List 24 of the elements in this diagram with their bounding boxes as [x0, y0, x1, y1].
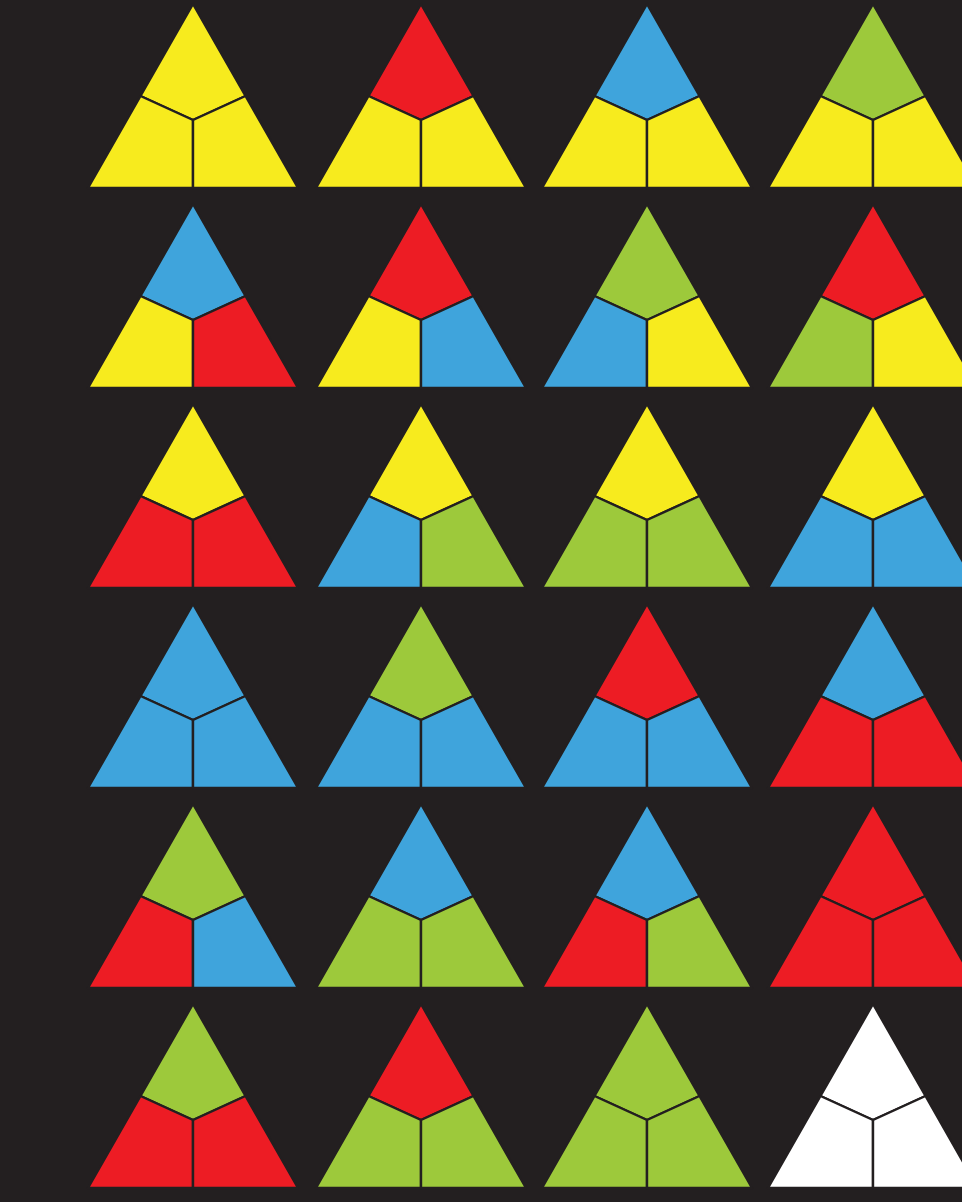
segmented-triangle — [86, 802, 300, 990]
segmented-triangle — [314, 2, 528, 190]
segmented-triangle — [766, 2, 962, 190]
segmented-triangle — [540, 602, 754, 790]
segmented-triangle — [314, 202, 528, 390]
segmented-triangle — [314, 402, 528, 590]
segmented-triangle — [314, 1002, 528, 1190]
segmented-triangle — [540, 202, 754, 390]
segmented-triangle — [766, 1002, 962, 1190]
segmented-triangle — [766, 602, 962, 790]
segmented-triangle — [86, 2, 300, 190]
segmented-triangle — [766, 802, 962, 990]
segmented-triangle — [766, 202, 962, 390]
segmented-triangle — [86, 402, 300, 590]
segmented-triangle — [540, 402, 754, 590]
segmented-triangle — [314, 802, 528, 990]
segmented-triangle — [540, 802, 754, 990]
segmented-triangle — [314, 602, 528, 790]
segmented-triangle — [86, 602, 300, 790]
segmented-triangle — [540, 2, 754, 190]
segmented-triangle — [86, 1002, 300, 1190]
segmented-triangle — [766, 402, 962, 590]
segmented-triangle — [540, 1002, 754, 1190]
segmented-triangle — [86, 202, 300, 390]
